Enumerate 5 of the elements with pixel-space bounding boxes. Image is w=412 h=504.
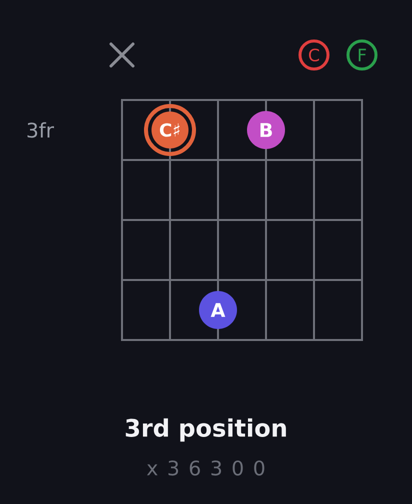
title: 3rd position [126,418,286,442]
note-ring: F [346,40,378,70]
note-ring: C [298,40,330,70]
fret-number: 3fr [28,122,54,138]
fingering-text: x 3 6 3 0 0 [146,460,264,476]
